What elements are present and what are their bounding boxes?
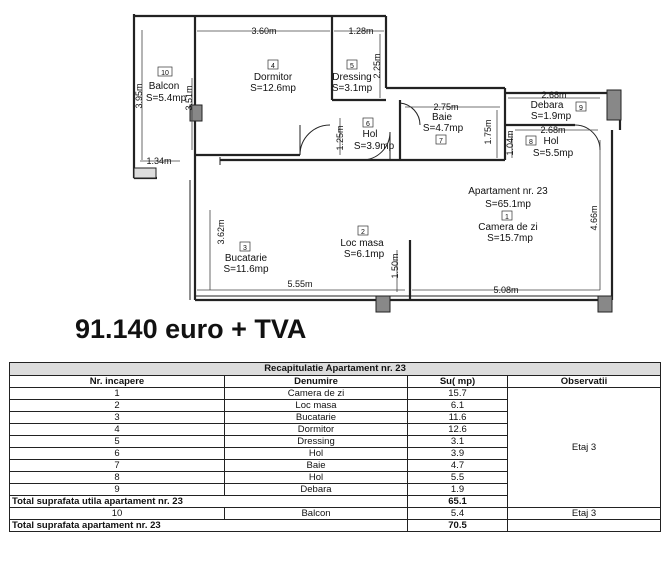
svg-text:Bucatarie: Bucatarie — [225, 253, 268, 264]
svg-text:1.25m: 1.25m — [335, 125, 345, 150]
header-su: Su( mp) — [407, 375, 508, 388]
dimension-labels: 3.60m 1.28m 2.25m 3.51m 3.95m 1.34m 2.75… — [134, 26, 599, 295]
svg-text:4: 4 — [271, 63, 275, 70]
svg-text:1.28m: 1.28m — [348, 26, 373, 36]
svg-text:7: 7 — [439, 138, 443, 145]
svg-text:10: 10 — [161, 70, 169, 77]
svg-text:6: 6 — [366, 121, 370, 128]
svg-text:1.75m: 1.75m — [483, 119, 493, 144]
room-dressing-label: 5 Dressing S=3.1mp — [332, 59, 373, 94]
svg-text:1.04m: 1.04m — [505, 130, 515, 155]
floor-plan: 4 Dormitor S=12.6mp 5 Dressing S=3.1mp 1… — [132, 14, 622, 313]
svg-text:3.51m: 3.51m — [184, 85, 194, 110]
table-title: Recapitulatie Apartament nr. 23 — [8, 362, 662, 376]
svg-text:2.68m: 2.68m — [541, 90, 566, 100]
svg-text:Dressing: Dressing — [332, 72, 371, 83]
room-baie-label: Baie S=4.7mp 7 — [423, 112, 464, 145]
recap-table: Recapitulatie Apartament nr. 23 Nr. inca… — [8, 362, 662, 532]
svg-text:5.55m: 5.55m — [287, 279, 312, 289]
table-row: 7 Baie 4.7 — [9, 459, 661, 472]
room-camera-label: 1 Camera de zi S=15.7mp — [478, 210, 538, 244]
svg-text:Apartament nr. 23: Apartament nr. 23 — [468, 186, 548, 197]
svg-text:3: 3 — [243, 245, 247, 252]
svg-text:S=65.1mp: S=65.1mp — [485, 199, 531, 210]
svg-text:Dormitor: Dormitor — [254, 72, 293, 83]
svg-text:2.75m: 2.75m — [433, 102, 458, 112]
svg-text:2: 2 — [361, 229, 365, 236]
svg-text:5.08m: 5.08m — [493, 285, 518, 295]
svg-text:S=5.4mp: S=5.4mp — [146, 93, 187, 104]
svg-text:3.60m: 3.60m — [251, 26, 276, 36]
svg-text:Balcon: Balcon — [149, 81, 180, 92]
svg-text:S=3.9mp: S=3.9mp — [354, 141, 395, 152]
total-row: Total suprafata apartament nr. 23 70.5 — [9, 519, 662, 532]
svg-text:S=1.9mp: S=1.9mp — [531, 111, 572, 122]
price-heading: 91.140 euro + TVA — [75, 314, 307, 344]
room-bucatarie-label: 3 Bucatarie S=11.6mp — [223, 241, 269, 275]
room-hol-8-label: 8 Hol S=5.5mp — [525, 135, 574, 159]
table-row: 1 Camera de zi 15.7 Etaj 3 — [9, 387, 662, 508]
svg-text:Loc masa: Loc masa — [340, 238, 384, 249]
svg-text:2.68m: 2.68m — [540, 125, 565, 135]
room-balcon-label: 10 Balcon S=5.4mp — [146, 66, 187, 104]
svg-text:8: 8 — [529, 139, 533, 146]
svg-text:1: 1 — [505, 214, 509, 221]
svg-text:2.25m: 2.25m — [372, 53, 382, 78]
svg-text:5: 5 — [350, 63, 354, 70]
room-dormitor-label: 4 Dormitor S=12.6mp — [250, 59, 296, 94]
svg-text:S=4.7mp: S=4.7mp — [423, 123, 464, 134]
table-row: 6 Hol 3.9 — [9, 447, 661, 460]
apartment-label: Apartament nr. 23 S=65.1mp — [468, 186, 548, 210]
svg-text:S=3.1mp: S=3.1mp — [332, 83, 373, 94]
svg-text:S=6.1mp: S=6.1mp — [344, 249, 385, 260]
svg-text:S=5.5mp: S=5.5mp — [533, 148, 574, 159]
room-hol-6-label: 6 Hol S=3.9mp — [354, 117, 395, 152]
table-row: 8 Hol 5.5 — [9, 471, 661, 484]
svg-text:3.95m: 3.95m — [134, 83, 144, 108]
balcon-row: 10 Balcon 5.4 Etaj 3 — [9, 507, 662, 520]
header-nr: Nr. incapere — [9, 375, 225, 388]
svg-text:Camera de zi: Camera de zi — [478, 222, 537, 233]
header-observatii: Observatii — [506, 375, 662, 388]
svg-text:S=12.6mp: S=12.6mp — [250, 83, 296, 94]
header-denumire: Denumire — [224, 375, 408, 388]
svg-text:1.34m: 1.34m — [146, 156, 171, 166]
svg-text:Baie: Baie — [432, 112, 452, 123]
svg-text:3.62m: 3.62m — [216, 219, 226, 244]
svg-text:S=11.6mp: S=11.6mp — [223, 264, 269, 275]
room-loc-masa-label: 2 Loc masa S=6.1mp — [340, 225, 385, 260]
svg-text:Hol: Hol — [362, 129, 377, 140]
svg-text:9: 9 — [579, 105, 583, 112]
svg-text:Debara: Debara — [531, 100, 564, 111]
svg-text:4.66m: 4.66m — [589, 205, 599, 230]
table-row: 5 Dressing 3.1 — [9, 435, 661, 448]
svg-text:Hol: Hol — [543, 136, 558, 147]
observatii-cell: Etaj 3 — [506, 387, 662, 508]
svg-text:S=15.7mp: S=15.7mp — [487, 233, 533, 244]
svg-text:1.50m: 1.50m — [390, 253, 400, 278]
room-debara-label: Debara S=1.9mp 9 — [531, 100, 587, 122]
table-row: 2 Loc masa 6.1 — [9, 399, 661, 412]
